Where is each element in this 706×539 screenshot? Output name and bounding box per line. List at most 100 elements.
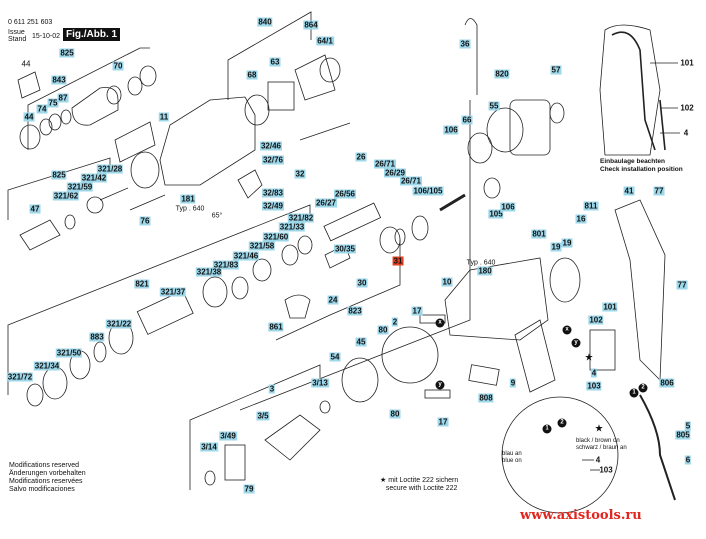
part-label: 823 [347,306,363,316]
part-label: 321/82 [287,213,315,223]
part-label: 811 [583,201,599,211]
part-label: 103 [586,381,602,391]
part-41-handle [614,199,666,381]
angle-note: 65° [211,212,223,220]
modifications-note: Modifications reserved Änderungen vorbeh… [9,462,86,494]
install-note-de: Einbaulage beachten [600,158,666,165]
callout-y: y [571,338,581,348]
part-label: 32/83 [261,188,285,198]
part-label: 70 [112,61,124,71]
part-321-82 [297,235,313,255]
part-label: 3 [268,384,276,394]
part-label: 32/49 [261,201,285,211]
blue-on-text: blue on [502,458,522,464]
part-label: 24 [327,295,339,305]
inset-label-102: 102 [680,103,694,113]
part-32 [237,169,263,199]
part-55 [486,107,524,153]
part-label: 17 [411,306,423,316]
figure-title: Fig./Abb. 1 [63,28,121,41]
part-label: 6 [684,455,692,465]
part-45 [341,357,379,403]
part-label: 76 [139,216,151,226]
callout-y: y [435,380,445,390]
detail-label-4: 4 [595,455,601,465]
star-icon: ★ [594,423,604,435]
part-label: 79 [243,484,255,494]
part-label: 805 [675,430,691,440]
stand-label: Stand [8,36,27,43]
part-31 [394,228,406,246]
part-label: 861 [268,322,284,332]
part-label: 68 [246,70,258,80]
part-label: 321/28 [96,164,124,174]
part-label: 75 [47,98,59,108]
part-label: 105 [488,209,504,219]
part-9-grip [514,319,556,393]
part-105 [483,177,501,199]
part-label: 321/33 [278,222,306,232]
part-label: 801 [531,229,547,239]
plain-label-44: 44 [21,59,31,69]
part-label: 864 [303,20,319,30]
part-label: 321/62 [52,191,80,201]
part-label: 87 [57,93,69,103]
part-ring2 [127,76,143,96]
part-2-field [381,326,439,384]
part-44 [19,124,41,150]
part-label: 77 [676,280,688,290]
part-label: 10 [441,277,453,287]
part-label: 321/59 [66,182,94,192]
part-label: 30 [356,278,368,288]
star-icon: ★ [380,477,387,484]
group-frame-825-top [27,47,150,150]
part-label: 54 [329,352,341,362]
part-label: 321/46 [232,251,260,261]
part-76-screw [129,194,166,211]
part-label: 3/49 [219,431,237,441]
detail-callout-2: 2 [557,418,567,428]
part-3-14 [204,470,216,486]
part-66 [467,132,493,164]
part-label: 63 [269,57,281,67]
part-861 [284,294,311,319]
part-label: 5 [684,421,692,431]
part-57 [549,102,565,124]
part-label: 17 [437,417,449,427]
part-label: 820 [494,69,510,79]
type-note: Typ . 640 [466,259,496,267]
part-label: 321/58 [248,241,276,251]
part-321-34 [42,366,68,400]
part-label: 16 [575,214,587,224]
modifications-es: Salvo modificaciones [9,486,75,493]
inset-handle-drawing [599,24,661,156]
part-label: 36 [459,39,471,49]
part-label: 55 [488,101,500,111]
part-label: 806 [659,378,675,388]
part-label: 3/13 [311,378,329,388]
part-label: 321/83 [212,260,240,270]
part-321-28 [99,187,129,201]
modifications-de: Änderungen vorbehalten [9,470,86,477]
callout-1: 1 [629,388,639,398]
part-26 [323,202,382,242]
part-label: 106 [443,125,459,135]
part-63 [267,81,295,111]
part-label: 32/76 [261,155,285,165]
part-3-13 [319,400,331,414]
part-label: 101 [602,302,618,312]
part-321-42 [86,196,104,214]
part-883 [93,341,107,363]
star-icon: ★ [584,352,594,364]
black-brown-text: black / brown on [576,438,620,444]
blau-an-text: blau an [502,451,522,457]
part-label: 32/46 [259,141,283,151]
part-821 [136,290,194,335]
part-label: 106/105 [412,186,444,196]
issue-date: 15-10-02 [32,33,61,40]
modifications-fr: Modifications reservées [9,478,83,485]
part-label: 321/60 [262,232,290,242]
type-note: Typ . 640 [175,205,205,213]
part-321-46 [252,258,272,282]
